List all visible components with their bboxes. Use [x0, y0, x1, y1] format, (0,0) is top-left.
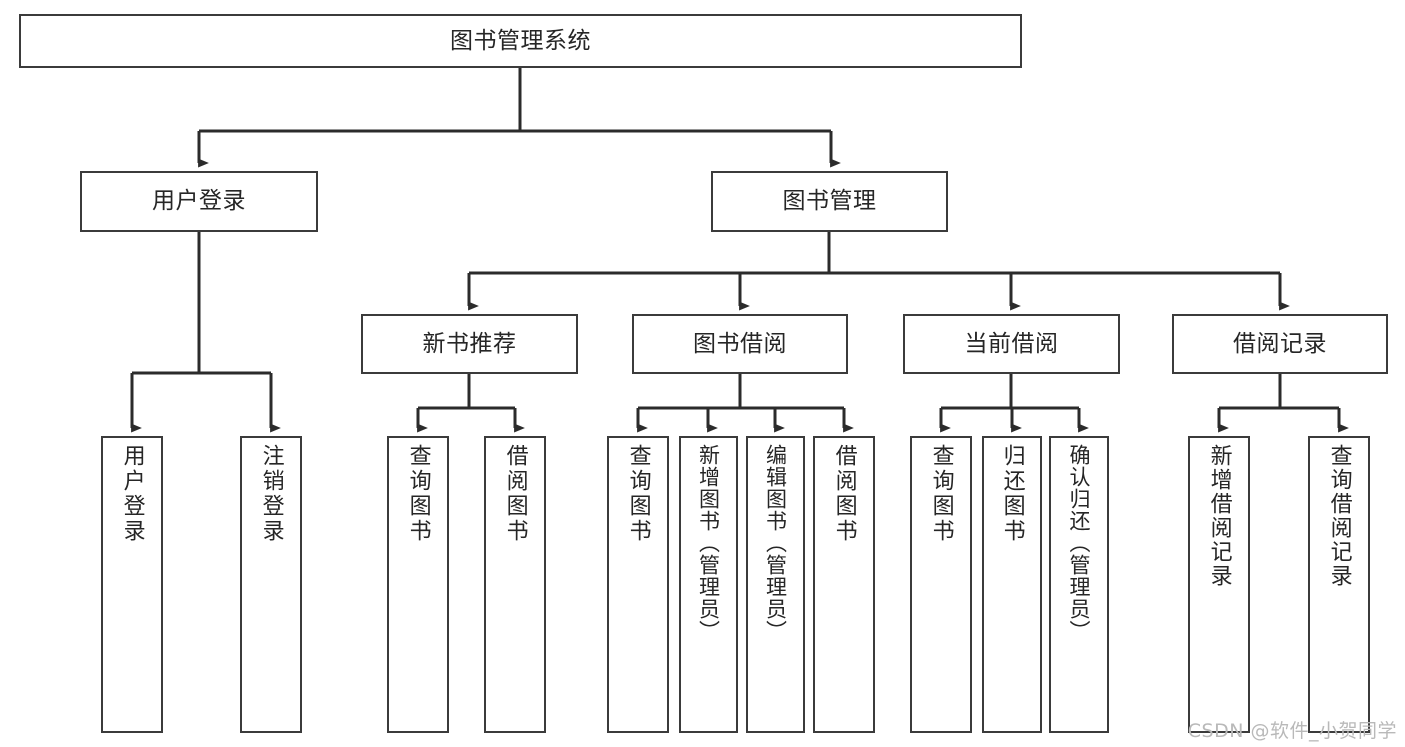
node-new-book-recommend-label: 新书推荐: [422, 330, 517, 357]
node-borrow-record-label: 借阅记录: [1233, 330, 1327, 357]
node-leaf-edit-book-label: 编辑图书（管理员）: [763, 444, 788, 642]
node-user-login-label: 用户登录: [152, 188, 246, 215]
node-borrow-record[interactable]: 借阅记录: [1172, 314, 1388, 374]
node-user-login[interactable]: 用户登录: [80, 171, 318, 232]
node-leaf-borrow-book-1[interactable]: 借阅图书: [484, 436, 546, 733]
node-leaf-query-book-2[interactable]: 查询图书: [607, 436, 669, 733]
node-root[interactable]: 图书管理系统: [19, 14, 1022, 68]
node-leaf-edit-book[interactable]: 编辑图书（管理员）: [746, 436, 805, 733]
node-leaf-borrow-book-2-label: 借阅图书: [831, 444, 857, 544]
node-leaf-add-book[interactable]: 新增图书（管理员）: [679, 436, 738, 733]
node-new-book-recommend[interactable]: 新书推荐: [361, 314, 578, 374]
node-leaf-query-record-label: 查询借阅记录: [1326, 444, 1352, 588]
node-book-borrow[interactable]: 图书借阅: [632, 314, 848, 374]
node-root-label: 图书管理系统: [450, 27, 591, 54]
node-leaf-confirm-return-label: 确认归还（管理员）: [1067, 444, 1092, 642]
node-leaf-logout[interactable]: 注销登录: [240, 436, 302, 733]
node-leaf-user-login[interactable]: 用户登录: [101, 436, 163, 733]
node-leaf-return-book-label: 归还图书: [999, 444, 1025, 544]
watermark: CSDN @软件_小贺同学: [1187, 720, 1397, 742]
node-leaf-confirm-return[interactable]: 确认归还（管理员）: [1049, 436, 1109, 733]
node-leaf-return-book[interactable]: 归还图书: [982, 436, 1042, 733]
node-leaf-add-record-label: 新增借阅记录: [1206, 444, 1232, 588]
node-leaf-query-record[interactable]: 查询借阅记录: [1308, 436, 1370, 733]
node-book-manage-label: 图书管理: [782, 188, 877, 215]
node-book-manage[interactable]: 图书管理: [711, 171, 948, 232]
node-leaf-query-book-3-label: 查询图书: [928, 444, 954, 544]
node-leaf-add-record[interactable]: 新增借阅记录: [1188, 436, 1250, 733]
node-leaf-add-book-label: 新增图书（管理员）: [696, 444, 721, 642]
node-leaf-query-book-1[interactable]: 查询图书: [387, 436, 449, 733]
node-leaf-logout-label: 注销登录: [258, 444, 284, 544]
node-leaf-query-book-2-label: 查询图书: [625, 444, 651, 544]
node-leaf-query-book-1-label: 查询图书: [405, 444, 431, 544]
node-leaf-borrow-book-2[interactable]: 借阅图书: [813, 436, 875, 733]
node-leaf-query-book-3[interactable]: 查询图书: [910, 436, 972, 733]
node-leaf-borrow-book-1-label: 借阅图书: [502, 444, 528, 544]
node-current-borrow[interactable]: 当前借阅: [903, 314, 1120, 374]
node-current-borrow-label: 当前借阅: [964, 330, 1059, 357]
node-leaf-user-login-label: 用户登录: [119, 444, 145, 544]
node-book-borrow-label: 图书借阅: [693, 330, 787, 357]
